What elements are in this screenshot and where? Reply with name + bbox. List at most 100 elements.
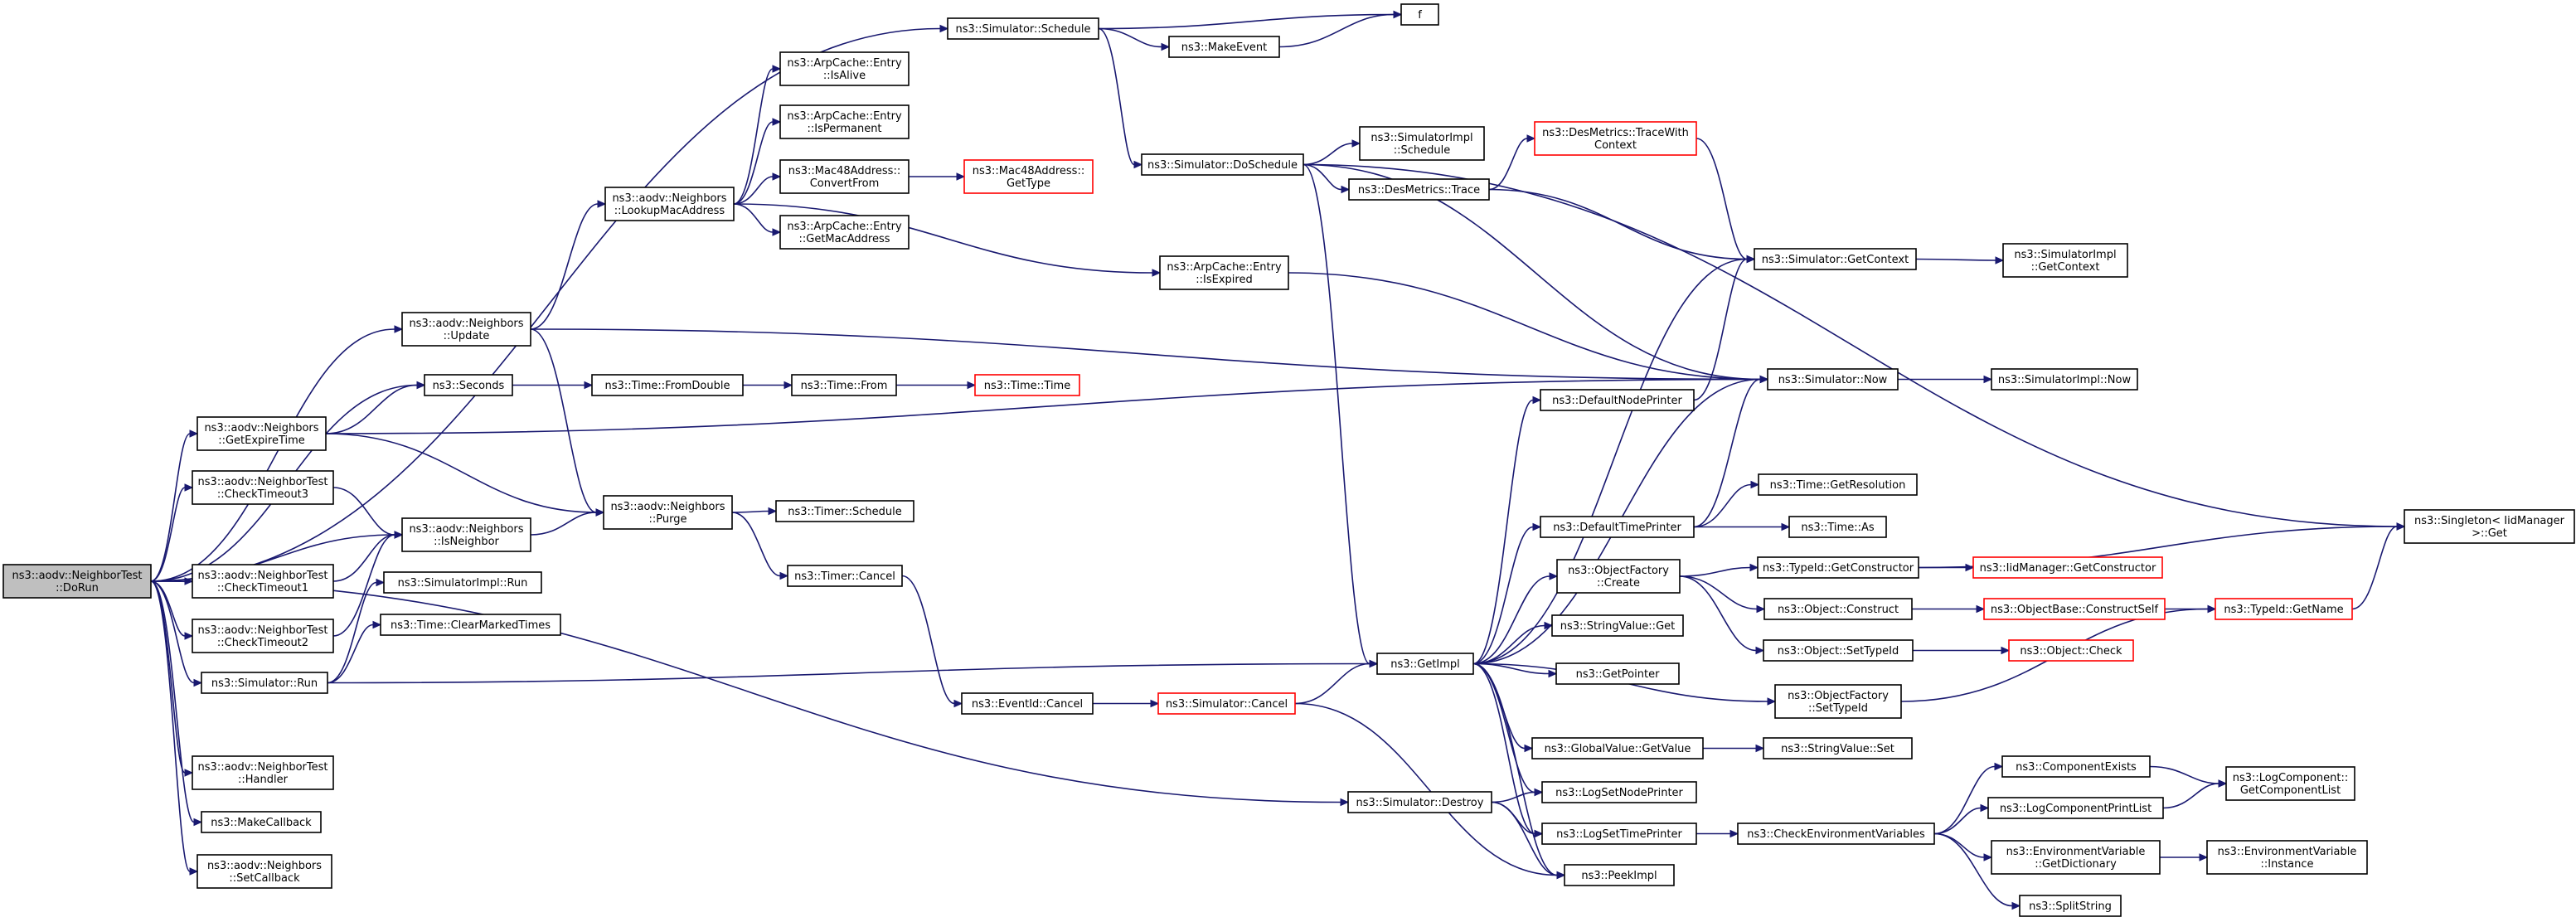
node-label: ns3::PeekImpl: [1581, 870, 1657, 882]
node-seconds[interactable]: ns3::Seconds: [424, 374, 513, 396]
node-typeidgetname[interactable]: ns3::TypeId::GetName: [2215, 598, 2353, 620]
node-box: [383, 571, 542, 594]
node-lognodeprinter[interactable]: ns3::LogSetNodePrinter: [1541, 781, 1697, 803]
node-label: ::Schedule: [1394, 144, 1451, 157]
node-objcheck[interactable]: ns3::Object::Check: [2008, 639, 2134, 662]
node-doschedule[interactable]: ns3::Simulator::DoSchedule: [1141, 153, 1304, 176]
node-getpointer[interactable]: ns3::GetPointer: [1555, 662, 1680, 685]
node-simimplschedule[interactable]: ns3::SimulatorImpl::Schedule: [1359, 126, 1485, 161]
node-makecallback[interactable]: ns3::MakeCallback: [201, 811, 322, 833]
node-label: ns3::GetPointer: [1576, 668, 1660, 681]
node-simrun[interactable]: ns3::Simulator::Run: [201, 672, 328, 694]
node-globalvaluegetvalue[interactable]: ns3::GlobalValue::GetValue: [1531, 737, 1704, 759]
edge-simcancel-to-getimpl: [1294, 659, 1379, 705]
node-label: ::DoRun: [56, 582, 99, 594]
node-box: [2215, 598, 2353, 620]
node-purge[interactable]: ns3::aodv::Neighbors::Purge: [603, 495, 733, 530]
node-label: ns3::SimulatorImpl::Run: [398, 577, 528, 590]
node-isexpired[interactable]: ns3::ArpCache::Entry::IsExpired: [1159, 255, 1289, 290]
node-clearmarkedtimes[interactable]: ns3::Time::ClearMarkedTimes: [380, 614, 561, 636]
node-simcancel[interactable]: ns3::Simulator::Cancel: [1157, 692, 1296, 715]
node-label: ns3::MakeEvent: [1181, 41, 1268, 54]
node-objsettypeid[interactable]: ns3::Object::SetTypeId: [1763, 639, 1914, 662]
node-dorun[interactable]: ns3::aodv::NeighborTest::DoRun: [2, 564, 152, 599]
node-f[interactable]: f: [1400, 3, 1439, 26]
node-update[interactable]: ns3::aodv::Neighbors::Update: [401, 312, 531, 347]
node-label: ns3::aodv::NeighborTest: [198, 570, 328, 582]
node-label: ns3::ObjectBase::ConstructSelf: [1991, 604, 2159, 616]
node-convertfrom[interactable]: ns3::Mac48Address::ConvertFrom: [779, 159, 910, 194]
node-box: [963, 159, 1094, 194]
node-getmacaddress[interactable]: ns3::ArpCache::Entry::GetMacAddress: [779, 215, 910, 250]
node-timefrom[interactable]: ns3::Time::From: [791, 374, 897, 396]
node-getcomponentlist[interactable]: ns3::LogComponent::GetComponentList: [2225, 766, 2355, 801]
node-ispermanent[interactable]: ns3::ArpCache::Entry::IsPermanent: [779, 104, 910, 139]
node-box: [1754, 248, 1917, 270]
node-checkenvvars[interactable]: ns3::CheckEnvironmentVariables: [1737, 823, 1935, 845]
edge-timefrom-to-timetime: [896, 381, 977, 390]
node-defaultnodeprinter[interactable]: ns3::DefaultNodePrinter: [1540, 389, 1695, 411]
node-isalive[interactable]: ns3::ArpCache::Entry::IsAlive: [779, 51, 910, 86]
node-getimpl[interactable]: ns3::GetImpl: [1376, 653, 1474, 675]
node-simdestroy[interactable]: ns3::Simulator::Destroy: [1347, 791, 1492, 813]
node-label: ns3::Timer::Cancel: [794, 570, 895, 583]
node-envvarinstance[interactable]: ns3::EnvironmentVariable::Instance: [2206, 840, 2368, 875]
node-box: [791, 374, 897, 396]
edge-purge-to-timercancel: [731, 512, 789, 580]
node-objfactorycreate[interactable]: ns3::ObjectFactory::Create: [1556, 559, 1681, 594]
node-timeas[interactable]: ns3::Time::As: [1788, 516, 1887, 538]
node-checktimeout1[interactable]: ns3::aodv::NeighborTest::CheckTimeout1: [192, 564, 334, 599]
node-box: [1540, 516, 1695, 538]
node-handler[interactable]: ns3::aodv::NeighborTest::Handler: [192, 755, 334, 790]
node-makeevent[interactable]: ns3::MakeEvent: [1168, 36, 1280, 58]
node-iidmanagergetconstructor[interactable]: ns3::IidManager::GetConstructor: [1972, 556, 2163, 579]
node-box: [1763, 639, 1914, 662]
node-checktimeout2[interactable]: ns3::aodv::NeighborTest::CheckTimeout2: [192, 619, 334, 653]
node-logcomponentprintlist[interactable]: ns3::LogComponentPrintList: [1987, 797, 2164, 819]
node-typeidgetconstructor[interactable]: ns3::TypeId::GetConstructor: [1757, 556, 1919, 579]
node-lookupmac[interactable]: ns3::aodv::Neighbors::LookupMacAddress: [604, 187, 735, 221]
node-simimplrun[interactable]: ns3::SimulatorImpl::Run: [383, 571, 542, 594]
node-getresolution[interactable]: ns3::Time::GetResolution: [1758, 473, 1918, 496]
node-timerschedule[interactable]: ns3::Timer::Schedule: [775, 500, 914, 522]
node-setcallback[interactable]: ns3::aodv::Neighbors::SetCallback: [196, 854, 332, 889]
node-now[interactable]: ns3::Simulator::Now: [1767, 368, 1899, 391]
node-stringvalueget[interactable]: ns3::StringValue::Get: [1551, 614, 1684, 637]
node-timetime[interactable]: ns3::Time::Time: [974, 374, 1080, 396]
node-timercancel[interactable]: ns3::Timer::Cancel: [787, 565, 903, 587]
node-schedule[interactable]: ns3::Simulator::Schedule: [947, 17, 1099, 40]
node-objfactorysettypeid[interactable]: ns3::ObjectFactory::SetTypeId: [1774, 684, 1902, 719]
node-isneighbor[interactable]: ns3::aodv::Neighbors::IsNeighbor: [401, 517, 531, 552]
edge-eventidcancel-to-simcancel: [1093, 699, 1160, 708]
node-checktimeout3[interactable]: ns3::aodv::NeighborTest::CheckTimeout3: [192, 470, 334, 505]
node-desmetricstrace[interactable]: ns3::DesMetrics::Trace: [1348, 178, 1490, 201]
node-label: ns3::DesMetrics::Trace: [1358, 184, 1480, 197]
node-defaulttimeprinter[interactable]: ns3::DefaultTimePrinter: [1540, 516, 1695, 538]
node-label: ::IsAlive: [823, 70, 866, 82]
edge-dorun-to-simdestroy: [150, 580, 1350, 807]
node-stringvalueset[interactable]: ns3::StringValue::Set: [1763, 737, 1913, 759]
node-label: GetType: [1007, 177, 1050, 190]
node-box: [2, 564, 152, 599]
node-eventidcancel[interactable]: ns3::EventId::Cancel: [961, 692, 1094, 715]
node-label: ns3::Simulator::GetContext: [1762, 254, 1909, 266]
node-fromdouble[interactable]: ns3::Time::FromDouble: [591, 374, 744, 396]
node-simimplnow[interactable]: ns3::SimulatorImpl::Now: [1991, 368, 2138, 391]
node-peekimpl[interactable]: ns3::PeekImpl: [1564, 864, 1675, 886]
node-label: ns3::aodv::Neighbors: [612, 192, 726, 205]
node-getcontext[interactable]: ns3::Simulator::GetContext: [1754, 248, 1917, 270]
node-componentexists[interactable]: ns3::ComponentExists: [2001, 755, 2151, 778]
node-getexpiretime[interactable]: ns3::aodv::Neighbors::GetExpireTime: [196, 416, 327, 451]
node-splitstring[interactable]: ns3::SplitString: [2019, 895, 2122, 917]
node-constructself[interactable]: ns3::ObjectBase::ConstructSelf: [1983, 598, 2166, 620]
node-box: [779, 159, 910, 194]
node-simimplgetcontext[interactable]: ns3::SimulatorImpl::GetContext: [2002, 243, 2128, 278]
node-mac48gettype[interactable]: ns3::Mac48Address::GetType: [963, 159, 1094, 194]
node-objconstruct[interactable]: ns3::Object::Construct: [1763, 598, 1913, 620]
node-singletonget[interactable]: ns3::Singleton< IidManager>::Get: [2404, 509, 2575, 544]
node-box: [779, 215, 910, 250]
node-label: ns3::TypeId::GetConstructor: [1763, 562, 1914, 575]
node-envvargetdict[interactable]: ns3::EnvironmentVariable::GetDictionary: [1991, 840, 2161, 875]
node-logsettimeprinter[interactable]: ns3::LogSetTimePrinter: [1541, 823, 1697, 845]
